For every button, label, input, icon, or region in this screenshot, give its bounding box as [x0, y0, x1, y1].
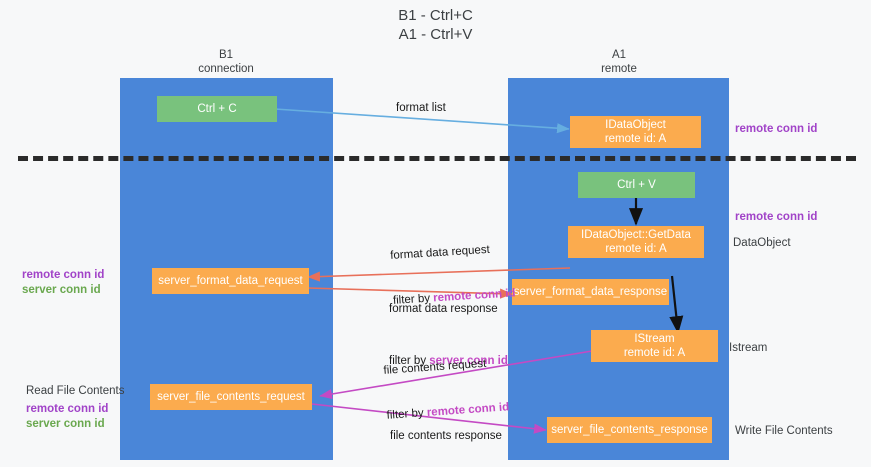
box-idataobject[interactable]: IDataObject remote id: A: [570, 116, 701, 148]
edge-label-format-data-request-text: format data request: [389, 243, 491, 262]
edge-label-format-data-response-text: format data response: [389, 303, 498, 315]
box-getdata-line2: remote id: A: [605, 243, 667, 255]
box-server-file-contents-response[interactable]: server_file_contents_response: [547, 417, 712, 443]
box-ctrl-v[interactable]: Ctrl + V: [578, 172, 695, 198]
box-ctrl-c-label: Ctrl + C: [197, 103, 237, 115]
edge-label-file-contents-request-text: file contents request: [383, 357, 487, 377]
box-istream-line1: IStream: [634, 333, 675, 345]
box-ctrl-v-label: Ctrl + V: [617, 179, 656, 191]
box-idataobject-getdata[interactable]: IDataObject::GetData remote id: A: [568, 226, 704, 258]
filter-key-server-conn-id: server conn id: [429, 355, 508, 367]
column-header-b1-role: connection: [198, 63, 254, 75]
edge-label-format-list: format list: [396, 102, 446, 114]
note-left-bottom-server-conn-id: server conn id: [26, 418, 105, 430]
phase-divider-dashed-line: [18, 156, 856, 161]
note-remote-conn-id-top: remote conn id: [735, 123, 818, 135]
box-idataobject-line2: remote id: A: [604, 133, 667, 145]
box-istream[interactable]: IStream remote id: A: [591, 330, 718, 362]
title-line-1: B1 - Ctrl+C: [398, 7, 473, 24]
note-left-bottom-remote-conn-id: remote conn id: [26, 403, 109, 415]
note-read-file-contents: Read File Contents: [26, 385, 125, 397]
box-ctrl-c[interactable]: Ctrl + C: [157, 96, 277, 122]
box-server-file-contents-request-label: server_file_contents_request: [157, 391, 305, 403]
box-server-format-data-request-label: server_format_data_request: [158, 275, 303, 287]
column-header-a1-role: remote: [601, 63, 637, 75]
box-istream-line2: remote id: A: [623, 347, 686, 359]
edge-label-format-data-response-filter: filter by server conn id: [389, 355, 508, 367]
box-server-format-data-request[interactable]: server_format_data_request: [152, 268, 309, 294]
note-remote-conn-id-mid: remote conn id: [735, 211, 818, 223]
box-server-format-data-response-label: server_format_data_response: [513, 286, 668, 298]
box-server-file-contents-request[interactable]: server_file_contents_request: [150, 384, 312, 410]
edge-label-file-contents-response: file contents response filter by server …: [390, 399, 502, 467]
note-istream: Istream: [729, 342, 768, 354]
column-header-b1: B1 connection: [146, 48, 306, 76]
column-header-a1-name: A1: [611, 49, 627, 61]
title-line-2: A1 - Ctrl+V: [398, 26, 473, 43]
diagram-title: B1 - Ctrl+C A1 - Ctrl+V: [0, 6, 871, 44]
box-idataobject-line1: IDataObject: [605, 119, 666, 131]
edge-label-file-contents-response-text: file contents response: [390, 430, 502, 442]
box-server-format-data-response[interactable]: server_format_data_response: [512, 279, 669, 305]
note-dataobject: DataObject: [733, 237, 791, 249]
note-left-server-conn-id: server conn id: [22, 284, 101, 296]
note-write-file-contents: Write File Contents: [735, 425, 833, 437]
box-getdata-line1: IDataObject::GetData: [581, 229, 691, 241]
box-server-file-contents-response-label: server_file_contents_response: [551, 424, 708, 436]
note-left-remote-conn-id: remote conn id: [22, 269, 105, 281]
column-header-b1-name: B1: [218, 49, 234, 61]
edge-label-format-data-response: format data response filter by server co…: [389, 272, 508, 399]
column-header-a1: A1 remote: [539, 48, 699, 76]
